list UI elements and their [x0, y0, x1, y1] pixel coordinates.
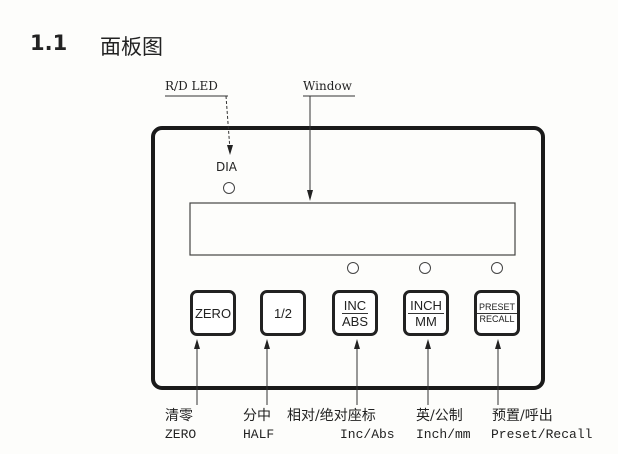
section-title: 面板图 — [100, 35, 163, 59]
inc-led — [347, 262, 359, 274]
recall-label: RECALL — [479, 313, 515, 324]
preset-en-label: Preset/Recall — [491, 427, 593, 442]
preset-cn-label: 预置/呼出 — [492, 408, 553, 424]
inch-label: INCH — [408, 297, 444, 314]
half-en-label: HALF — [243, 427, 275, 442]
preset-led — [491, 262, 503, 274]
zero-button[interactable]: ZERO — [190, 290, 236, 336]
incabs-en-label: Inc/Abs — [340, 427, 395, 442]
rd-led-callout: R/D LED — [165, 79, 218, 93]
half-button-label: 1/2 — [273, 305, 293, 321]
inchmm-cn-label: 英/公制 — [416, 408, 463, 424]
window-callout: Window — [303, 79, 352, 93]
mm-label: MM — [415, 313, 437, 329]
zero-button-label: ZERO — [194, 305, 232, 321]
panel-frame — [151, 126, 545, 390]
display-window — [189, 202, 516, 256]
dia-led — [223, 182, 235, 194]
dia-label: DIA — [216, 160, 237, 174]
half-cn-label: 分中 — [243, 408, 271, 424]
rd-led-pointer — [225, 95, 231, 151]
half-button[interactable]: 1/2 — [260, 290, 306, 336]
inchmm-en-label: Inch/mm — [416, 427, 471, 442]
inc-label: INC — [341, 297, 369, 314]
preset-label: PRESET — [477, 301, 518, 314]
inch-led — [419, 262, 431, 274]
zero-en-label: ZERO — [165, 427, 197, 442]
abs-label: ABS — [341, 313, 368, 329]
section-number: 1.1 — [30, 31, 68, 55]
zero-cn-label: 清零 — [165, 408, 193, 424]
incabs-cn-label: 相对/绝对座标 — [287, 408, 376, 424]
